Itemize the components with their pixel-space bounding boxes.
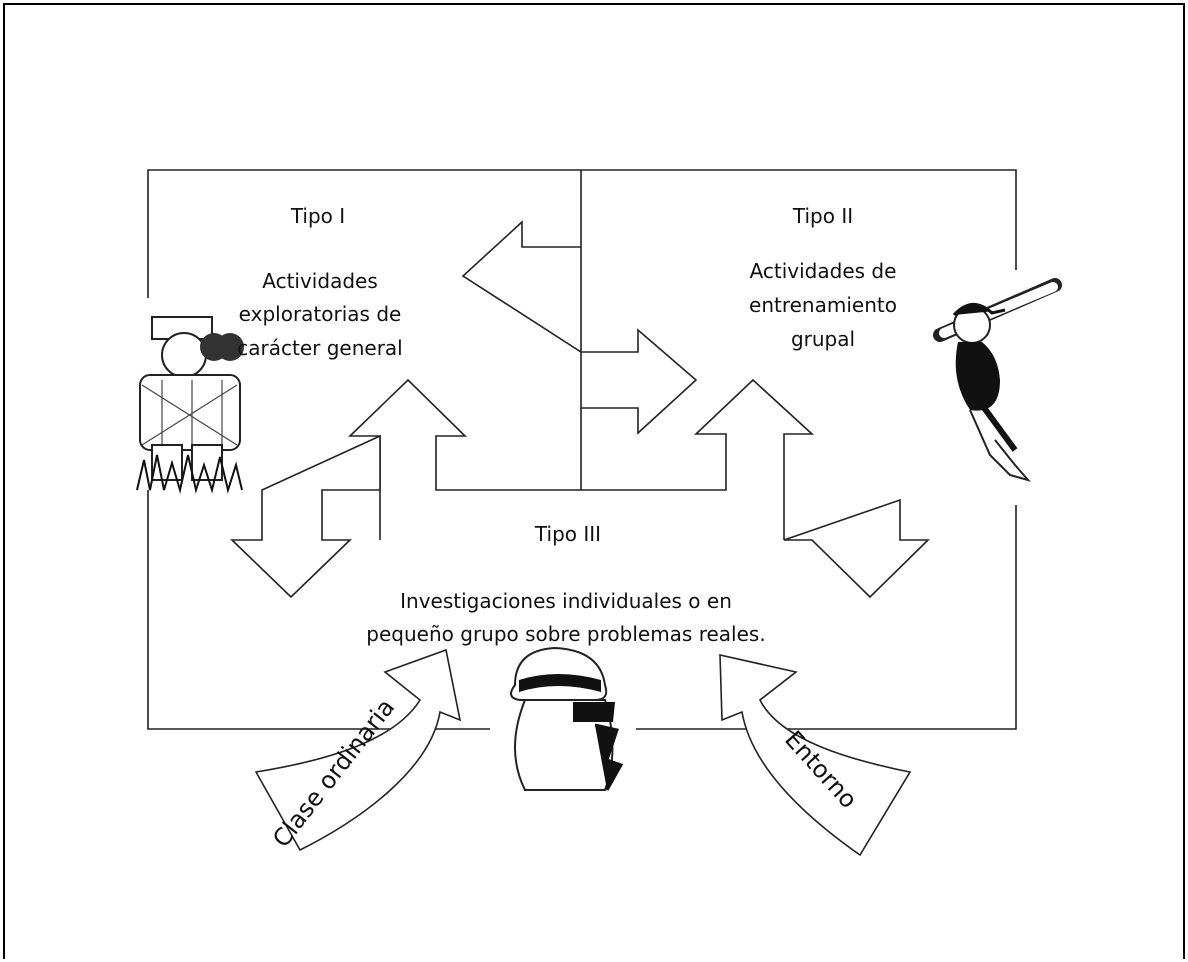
type-iii-title: Tipo III: [534, 522, 601, 546]
arrow-type-i-down: [230, 434, 381, 599]
type-iii-line1: Investigaciones individuales o en: [400, 589, 732, 613]
arrow-type-ii-down: [783, 498, 930, 599]
type-iii-connector: [348, 378, 582, 540]
type-ii-line1: Actividades de: [750, 259, 897, 283]
type-ii-line2: entrenamiento: [749, 293, 897, 317]
detective-icon: [510, 646, 624, 791]
input-arrow-left: [254, 648, 462, 852]
page-frame: [3, 3, 1185, 959]
explorer-icon: [136, 316, 244, 494]
type-i-line2: exploratorias de: [239, 302, 402, 326]
arrow-to-type-ii: [580, 328, 698, 435]
type-iii-line2: pequeño grupo sobre problemas reales.: [366, 622, 765, 646]
type-ii-line3: grupal: [791, 327, 855, 351]
type-i-line3: carácter general: [237, 336, 402, 360]
baseball-player-icon: [933, 278, 1062, 482]
type-ii-title: Tipo II: [792, 204, 853, 228]
type-i-line1: Actividades: [262, 269, 378, 293]
type-i-title: Tipo I: [290, 204, 345, 228]
arrow-to-type-i: [461, 170, 582, 354]
input-arrow-right: [719, 653, 912, 857]
